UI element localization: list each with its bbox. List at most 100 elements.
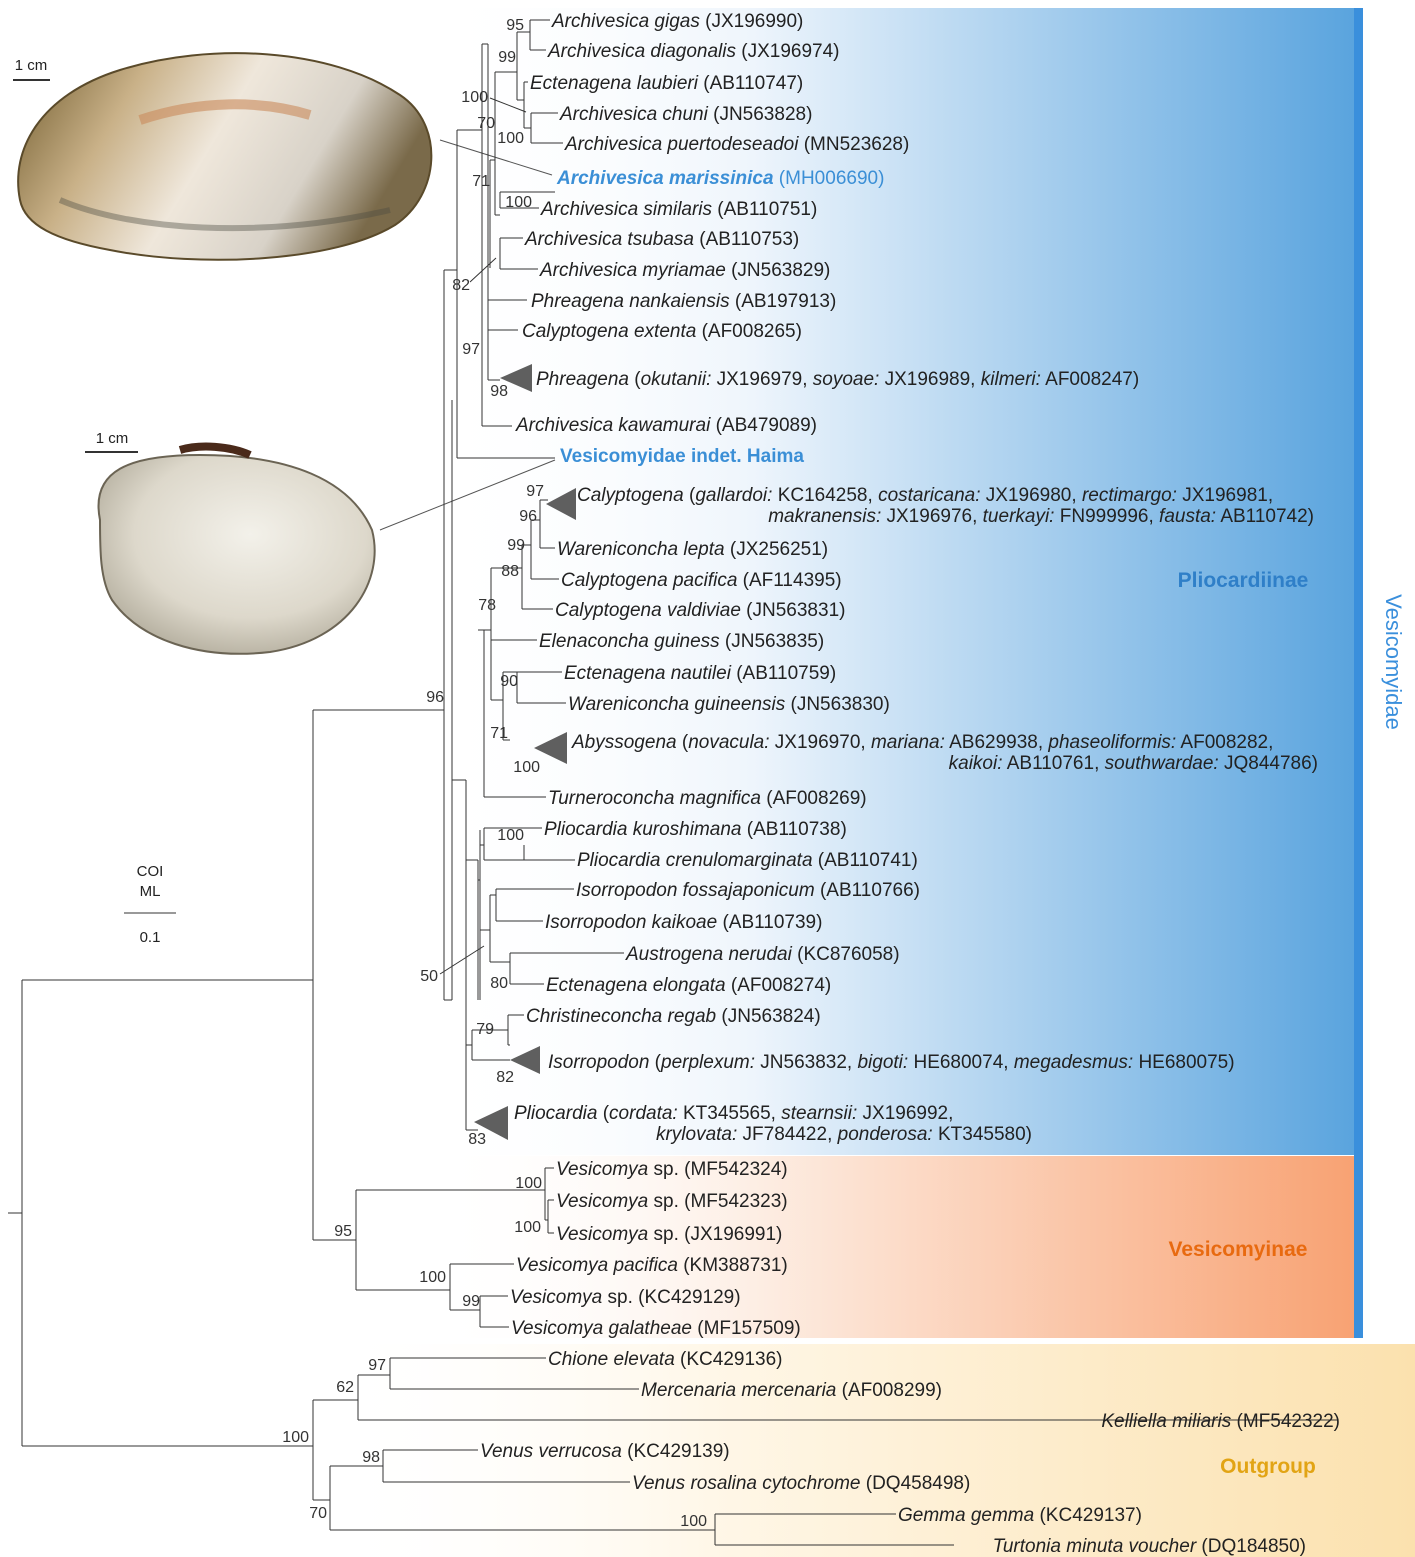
taxon-label-rosalina: Venus rosalina cytochrome (DQ458498) xyxy=(632,1473,970,1494)
bootstrap-value: 98 xyxy=(362,1449,380,1466)
taxon-label-turnero: Turneroconcha magnifica (AF008269) xyxy=(548,788,867,809)
taxon-label-guineensis: Wareniconcha guineensis (JN563830) xyxy=(568,694,890,715)
taxon-label-mercenaria: Mercenaria mercenaria (AF008299) xyxy=(641,1380,942,1401)
taxon-label-puerto: Archivesica puertodeseadoi (MN523628) xyxy=(564,134,909,155)
shell2-scale: 1 cm xyxy=(85,430,138,452)
taxon-label-crenulo: Pliocardia crenulomarginata (AB110741) xyxy=(577,850,918,871)
taxon-label-phreagena: Phreagena (okutanii: JX196979, soyoae: J… xyxy=(536,369,1139,390)
taxon-label-nankai: Phreagena nankaiensis (AB197913) xyxy=(531,291,836,312)
bootstrap-value: 99 xyxy=(462,1293,480,1310)
bootstrap-value: 100 xyxy=(497,130,524,147)
taxon-label-gemma: Gemma gemma (KC429137) xyxy=(898,1505,1142,1526)
taxon-label-isorro: Isorropodon (perplexum: JN563832, bigoti… xyxy=(548,1052,1235,1073)
vesicomyidae-bar xyxy=(1354,8,1363,1338)
taxon-label-vsp2: Vesicomya sp. (MF542323) xyxy=(556,1191,788,1212)
haima-shell-photo xyxy=(98,447,374,654)
taxon-label-abysso1: Abyssogena (novacula: JX196970, mariana:… xyxy=(571,732,1273,753)
tree-legend: COI ML 0.1 xyxy=(124,863,176,946)
bootstrap-value: 96 xyxy=(426,689,444,706)
pliocardiinae-label: Pliocardiinae xyxy=(1178,569,1309,592)
taxon-label-extenta: Calyptogena extenta (AF008265) xyxy=(522,321,802,342)
bootstrap-value: 80 xyxy=(490,975,508,992)
taxon-label-diagonalis: Archivesica diagonalis (JX196974) xyxy=(547,41,840,62)
bootstrap-value: 83 xyxy=(468,1131,486,1148)
bootstrap-value: 62 xyxy=(336,1379,354,1396)
bootstrap-value: 100 xyxy=(461,89,488,106)
taxon-label-vsp1: Vesicomya sp. (MF542324) xyxy=(556,1159,788,1180)
bootstrap-value: 95 xyxy=(334,1223,352,1240)
bootstrap-value: 100 xyxy=(680,1513,707,1530)
bootstrap-value: 71 xyxy=(472,173,490,190)
shell1-scale: 1 cm xyxy=(13,57,50,80)
taxon-label-similaris: Archivesica similaris (AB110751) xyxy=(540,199,817,220)
bootstrap-value: 97 xyxy=(368,1357,386,1374)
bootstrap-value: 100 xyxy=(505,194,532,211)
taxon-label-kelliella: Kelliella miliaris (MF542322) xyxy=(1101,1411,1340,1432)
taxon-label-nerudai: Austrogena nerudai (KC876058) xyxy=(625,944,900,965)
taxon-label-plio1: Pliocardia (cordata: KT345565, stearnsii… xyxy=(514,1103,953,1124)
taxon-label-vsp4: Vesicomya sp. (KC429129) xyxy=(510,1287,741,1308)
bootstrap-value: 99 xyxy=(507,537,525,554)
taxon-label-calyp2: makranensis: JX196976, tuerkayi: FN99999… xyxy=(768,506,1314,527)
taxon-label-galatheae: Vesicomya galatheae (MF157509) xyxy=(511,1318,801,1339)
svg-text:1 cm: 1 cm xyxy=(96,430,129,447)
taxon-label-abysso2: kaikoi: AB110761, southwardae: JQ844786) xyxy=(949,753,1318,774)
bootstrap-value: 71 xyxy=(490,725,508,742)
taxon-label-fossa: Isorropodon fossajaponicum (AB110766) xyxy=(576,880,920,901)
bootstrap-value: 70 xyxy=(477,115,495,132)
taxon-label-chione: Chione elevata (KC429136) xyxy=(548,1349,783,1370)
vesicomyinae-label: Vesicomyinae xyxy=(1169,1238,1308,1261)
svg-text:ML: ML xyxy=(140,883,161,900)
taxon-label-kaikoae: Isorropodon kaikoae (AB110739) xyxy=(545,912,822,933)
taxon-label-myriamae: Archivesica myriamae (JN563829) xyxy=(539,260,830,281)
bootstrap-value: 100 xyxy=(515,1175,542,1192)
taxon-label-calyp1: Calyptogena (gallardoi: KC164258, costar… xyxy=(577,485,1273,506)
bootstrap-value: 78 xyxy=(478,597,496,614)
bootstrap-value: 79 xyxy=(476,1021,494,1038)
taxon-label-chuni: Archivesica chuni (JN563828) xyxy=(559,104,812,125)
bootstrap-value: 82 xyxy=(496,1069,514,1086)
taxon-label-gigas: Archivesica gigas (JX196990) xyxy=(551,11,803,32)
bootstrap-value: 97 xyxy=(526,483,544,500)
vesicomyidae-label: Vesicomyidae xyxy=(1381,594,1406,730)
taxon-label-elongata: Ectenagena elongata (AF008274) xyxy=(546,975,831,996)
taxon-label-regab: Christineconcha regab (JN563824) xyxy=(526,1006,821,1027)
outgroup-label: Outgroup xyxy=(1220,1455,1316,1478)
bootstrap-value: 96 xyxy=(519,508,537,525)
bootstrap-value: 100 xyxy=(513,759,540,776)
taxon-label-pacifica: Calyptogena pacifica (AF114395) xyxy=(561,570,842,591)
taxon-label-guiness: Elenaconcha guiness (JN563835) xyxy=(539,631,824,652)
archivesica-marissinica-shell-photo xyxy=(18,53,431,260)
taxon-label-laubieri: Ectenagena laubieri (AB110747) xyxy=(530,73,803,94)
bootstrap-value: 95 xyxy=(506,17,524,34)
bootstrap-value: 98 xyxy=(490,383,508,400)
bootstrap-value: 97 xyxy=(462,341,480,358)
taxon-label-nautilei: Ectenagena nautilei (AB110759) xyxy=(564,663,836,684)
svg-text:1 cm: 1 cm xyxy=(15,57,48,74)
bootstrap-value: 82 xyxy=(452,277,470,294)
bootstrap-value: 88 xyxy=(501,563,519,580)
bootstrap-value: 100 xyxy=(514,1219,541,1236)
taxon-label-lepta: Wareniconcha lepta (JX256251) xyxy=(557,539,828,560)
bootstrap-value: 50 xyxy=(420,968,438,985)
taxon-label-tsubasa: Archivesica tsubasa (AB110753) xyxy=(524,229,799,250)
taxon-label-vsp3: Vesicomya sp. (JX196991) xyxy=(556,1224,782,1245)
svg-text:0.1: 0.1 xyxy=(140,929,161,946)
taxon-label-turtonia: Turtonia minuta voucher (DQ184850) xyxy=(993,1536,1306,1557)
taxon-label-kawamurai: Archivesica kawamurai (AB479089) xyxy=(515,415,817,436)
taxon-label-plio2: krylovata: JF784422, ponderosa: KT345580… xyxy=(656,1124,1032,1145)
bootstrap-value: 100 xyxy=(419,1269,446,1286)
taxon-label-kuroshimana: Pliocardia kuroshimana (AB110738) xyxy=(544,819,847,840)
taxon-label-haima: Vesicomyidae indet. Haima xyxy=(560,446,804,467)
bootstrap-value: 100 xyxy=(282,1429,309,1446)
taxon-label-maris: Archivesica marissinica (MH006690) xyxy=(556,168,884,189)
taxon-label-valdiviae: Calyptogena valdiviae (JN563831) xyxy=(555,600,845,621)
bootstrap-value: 99 xyxy=(498,49,516,66)
svg-text:COI: COI xyxy=(137,863,164,880)
taxon-label-vpacifica: Vesicomya pacifica (KM388731) xyxy=(516,1255,788,1276)
bootstrap-value: 90 xyxy=(500,673,518,690)
bootstrap-value: 100 xyxy=(497,827,524,844)
taxon-label-verrucosa: Venus verrucosa (KC429139) xyxy=(480,1441,730,1462)
